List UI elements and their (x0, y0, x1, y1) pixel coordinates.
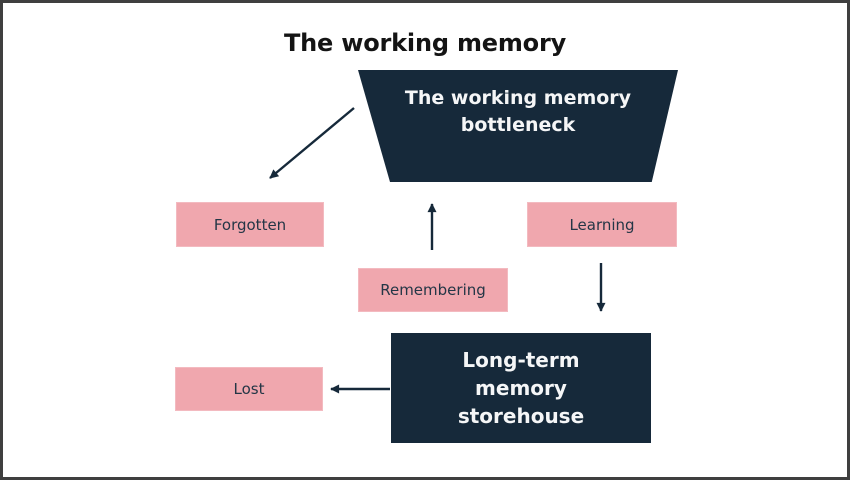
node-learning: Learning (527, 202, 677, 247)
node-lost-label: Lost (233, 380, 265, 398)
diagram-title: The working memory (283, 29, 567, 57)
node-bottleneck-label: The working memory bottleneck (404, 87, 632, 136)
node-forgotten: Forgotten (176, 202, 324, 247)
node-bottleneck: The working memory bottleneck (358, 70, 678, 182)
node-longterm: Long-term memory storehouse (391, 333, 651, 443)
node-longterm-label: Long-term memory storehouse (457, 348, 585, 428)
node-remembering: Remembering (358, 268, 508, 312)
arrow-bottleneck-to-forgotten (269, 107, 355, 179)
node-remembering-label: Remembering (380, 281, 486, 299)
node-learning-label: Learning (569, 215, 635, 234)
node-forgotten-label: Forgotten (213, 215, 287, 234)
node-lost: Lost (175, 367, 323, 411)
